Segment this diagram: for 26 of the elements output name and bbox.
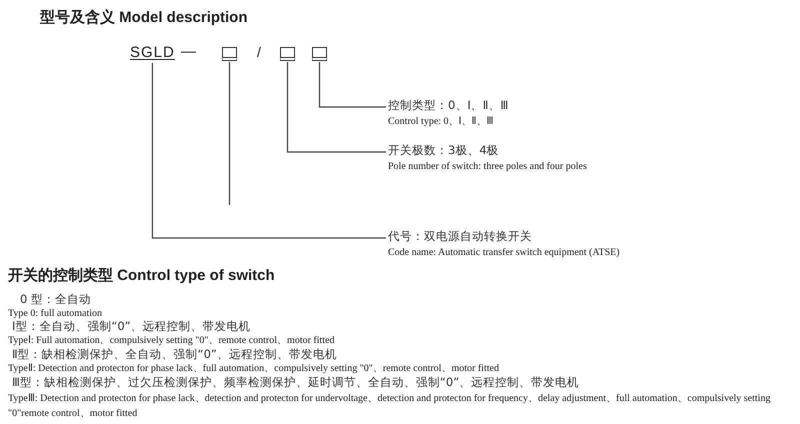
- blank-box: [312, 47, 327, 61]
- description-text: Code name: Automatic transfer switch equipment (ATSE): [388, 247, 620, 259]
- description-text: Control type: 0、Ⅰ、Ⅱ、Ⅲ: [388, 116, 495, 128]
- type-line: Ⅰ型：全自动、强制“0”、远程控制、带发电机: [12, 320, 251, 333]
- type-line: TypeⅠ: Full automation、compulsively setting "0"、remote control、motor fitted: [8, 335, 335, 347]
- type-line: Ⅱ型：缺相检测保护、全自动、强制“0”、远程控制、带发电机: [12, 348, 337, 361]
- section-heading: 开关的控制类型 Control type of switch: [8, 266, 275, 285]
- model-code: SGLD: [130, 44, 175, 62]
- slash: /: [257, 44, 261, 60]
- leader-line: [228, 62, 230, 205]
- description-text: 控制类型：0、Ⅰ、Ⅱ、Ⅲ: [388, 99, 508, 112]
- type-line: TypeⅢ: Detection and protecton for phase lack、detection and protecton for undervoltage、detection and protecton for frequency、delay adjustment、full automation、compulsively setting "0"remote control、motor fitted: [8, 392, 772, 421]
- leader-line: [286, 62, 386, 153]
- type-line: 0 型：全自动: [20, 293, 91, 306]
- leader-line: [152, 63, 386, 239]
- blank-box: [222, 47, 237, 61]
- blank-box: [280, 47, 295, 61]
- leader-line: [318, 62, 386, 108]
- title: 型号及含义 Model description: [40, 8, 248, 27]
- description-text: 代号：双电源自动转换开关: [388, 230, 533, 243]
- description-text: Pole number of switch: three poles and four poles: [388, 161, 587, 173]
- type-line: TypeⅡ: Detection and protecton for phase lack、full automation、compulsively setting "0"、remote control、motor fitted: [8, 363, 499, 375]
- description-text: 开关极数：3极、4极: [388, 144, 500, 157]
- type-line: Ⅲ型：缺相检测保护、过欠压检测保护、频率检测保护、延时调节、全自动、强制“0”、远程控制、带发电机: [12, 376, 580, 389]
- separator-dash: —: [181, 43, 196, 60]
- type-line: Type 0: full automation: [8, 308, 102, 320]
